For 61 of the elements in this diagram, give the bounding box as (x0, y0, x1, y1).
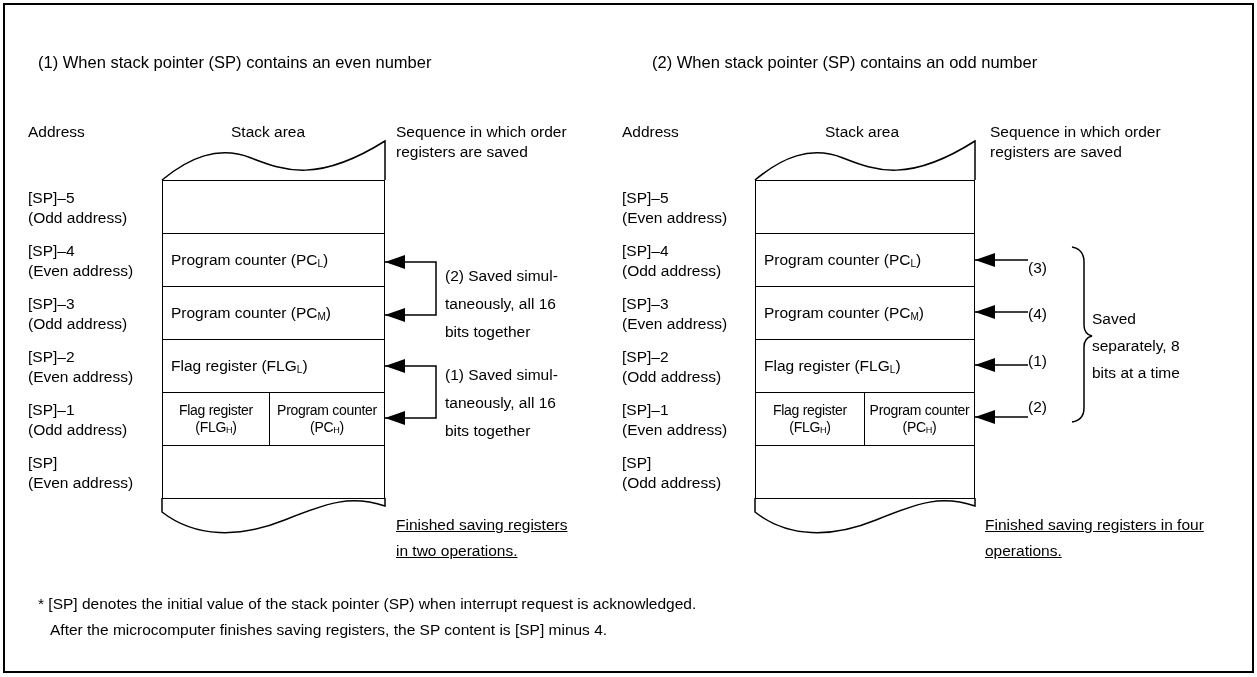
footnote: * [SP] denotes the initial value of the stack pointer (SP) when interrupt request is acknowledged. (38, 594, 697, 614)
address-label: [SP]–1 (28, 400, 75, 420)
footnote: After the microcomputer finishes saving registers, the SP content is [SP] minus 4. (50, 620, 608, 640)
address-label: [SP]–1 (622, 400, 669, 420)
section-heading: (2) When stack pointer (SP) contains an odd number (652, 52, 1038, 72)
address-label: (Odd address) (622, 367, 722, 387)
arrow (974, 305, 1029, 319)
stack-cell (162, 180, 385, 234)
address-label: (Odd address) (28, 314, 128, 334)
register-cell: Flag register (FLG$_{L}$) (755, 339, 975, 393)
address-label: (Even address) (622, 314, 728, 334)
stack-cell (162, 445, 385, 499)
address-label: (Even address) (28, 261, 134, 281)
address-label: [SP]–3 (28, 294, 75, 314)
arrow (974, 253, 1029, 267)
column-heading: Stack area (231, 122, 306, 142)
sequence-number: (4) (1028, 302, 1058, 326)
address-label: (Odd address) (622, 261, 722, 281)
address-label: [SP]–2 (622, 347, 669, 367)
arrow (384, 255, 437, 289)
address-label: (Even address) (622, 208, 728, 228)
address-label: [SP]–3 (622, 294, 669, 314)
register-cell: Program counter (PC$_{L}$) (162, 233, 385, 287)
stack-cell (755, 180, 975, 234)
arrow (384, 386, 437, 425)
register-cell: Program counter (PC$_{M}$) (162, 286, 385, 340)
arrow (384, 359, 437, 388)
address-label: (Odd address) (28, 420, 128, 440)
column-heading: Address (28, 122, 85, 142)
register-cell: Flag register (FLG$_{L}$) (162, 339, 385, 393)
arrow (974, 410, 1029, 424)
address-label: (Odd address) (622, 473, 722, 493)
address-label: [SP]–2 (28, 347, 75, 367)
address-label: (Even address) (622, 420, 728, 440)
arrow (384, 287, 437, 322)
register-cell: Program counter (PC$_{L}$) (755, 233, 975, 287)
address-label: (Even address) (28, 473, 134, 493)
column-heading: Sequence in which order registers are saved (396, 122, 568, 162)
section-heading: (1) When stack pointer (SP) contains an even number (38, 52, 432, 72)
address-label: [SP]–5 (622, 188, 669, 208)
sequence-number: (1) (1028, 349, 1058, 373)
stack-cell (755, 445, 975, 499)
address-label: [SP]–4 (28, 241, 75, 261)
note-text: Saved separately, 8 bits at a time (1092, 309, 1181, 383)
column-heading: Address (622, 122, 679, 142)
address-label: (Even address) (28, 367, 134, 387)
address-label: [SP]–5 (28, 188, 75, 208)
address-label: [SP] (622, 453, 652, 473)
address-label: [SP] (28, 453, 58, 473)
note-text: Finished saving registers in four operations. (985, 515, 1205, 561)
sequence-number: (3) (1028, 256, 1058, 280)
column-heading: Sequence in which order registers are saved (990, 122, 1162, 162)
register-cell: Program counter (PC$_{M}$) (755, 286, 975, 340)
note-text: (1) Saved simul-taneously, all 16 bits together (436, 361, 580, 447)
sequence-number: (2) (1028, 395, 1058, 419)
note-text: (2) Saved simul-taneously, all 16 bits together (436, 262, 580, 348)
arrow (974, 358, 1029, 372)
note-text: Finished saving registers in two operations. (396, 515, 569, 561)
address-label: (Odd address) (28, 208, 128, 228)
column-heading: Stack area (825, 122, 900, 142)
address-label: [SP]–4 (622, 241, 669, 261)
